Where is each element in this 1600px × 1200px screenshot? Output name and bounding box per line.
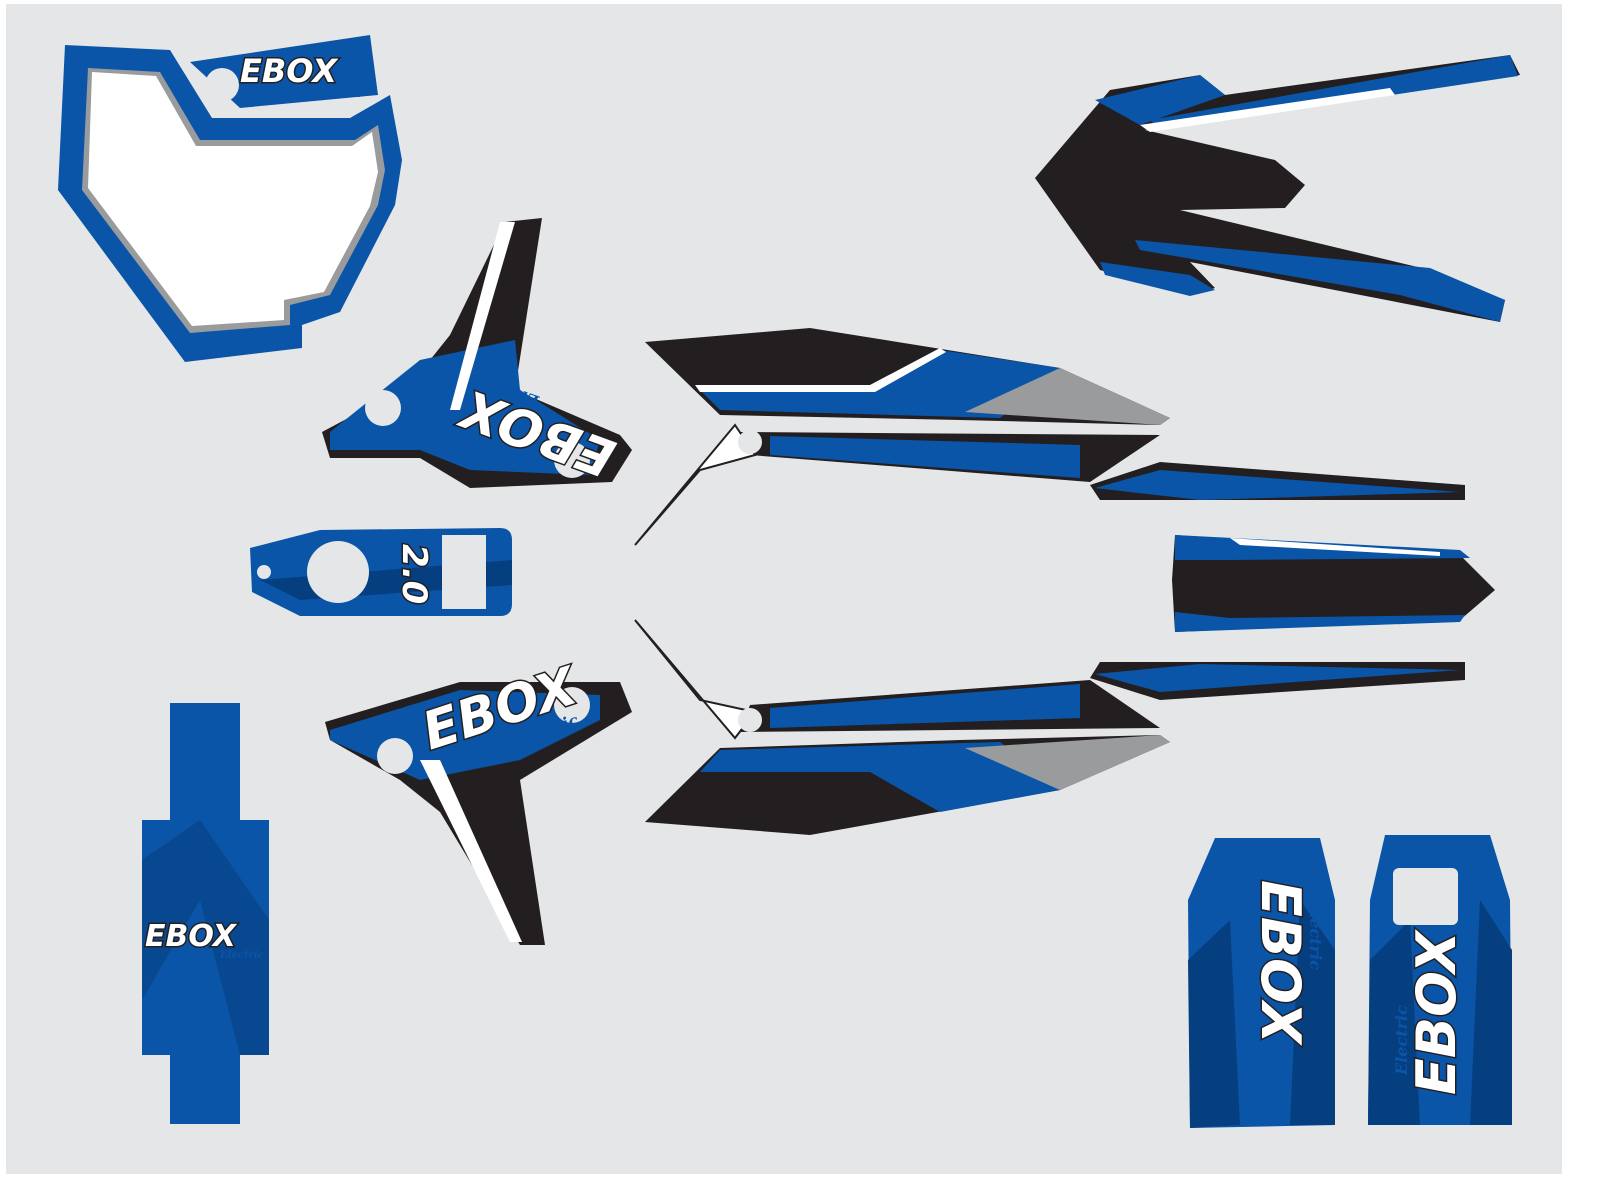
logo-text: EBOX <box>1249 880 1312 1046</box>
logo-text: EBOX <box>240 52 338 90</box>
logo-text: EBOX <box>1405 929 1468 1095</box>
tagline-text: Electric <box>219 950 264 961</box>
radiator-shroud-left-decal: EBOX Electric <box>322 218 632 489</box>
tagline-text: Electric <box>1306 899 1325 970</box>
tagline-text: Electric <box>309 86 363 100</box>
front-fender-decal <box>1035 55 1520 322</box>
fork-guard-left-decal: EBOX Electric <box>1188 838 1335 1128</box>
model-text: 2.0 <box>394 544 434 604</box>
top-plate-decal: 2.0 <box>250 528 512 616</box>
logo-text: EBOX <box>145 919 238 954</box>
tagline-text: Electric <box>1392 1005 1411 1076</box>
front-number-plate-decal: EBOX Electric <box>58 35 402 362</box>
side-panel-left-decal <box>634 328 1465 546</box>
side-panel-right-decal <box>634 619 1465 835</box>
fork-guard-right-decal: EBOX Electric <box>1368 835 1512 1125</box>
rear-fender-decal <box>1172 535 1495 632</box>
swingarm-decal: EBOX Electric <box>142 703 269 1124</box>
radiator-shroud-right-decal: EBOX Electric <box>325 654 632 945</box>
